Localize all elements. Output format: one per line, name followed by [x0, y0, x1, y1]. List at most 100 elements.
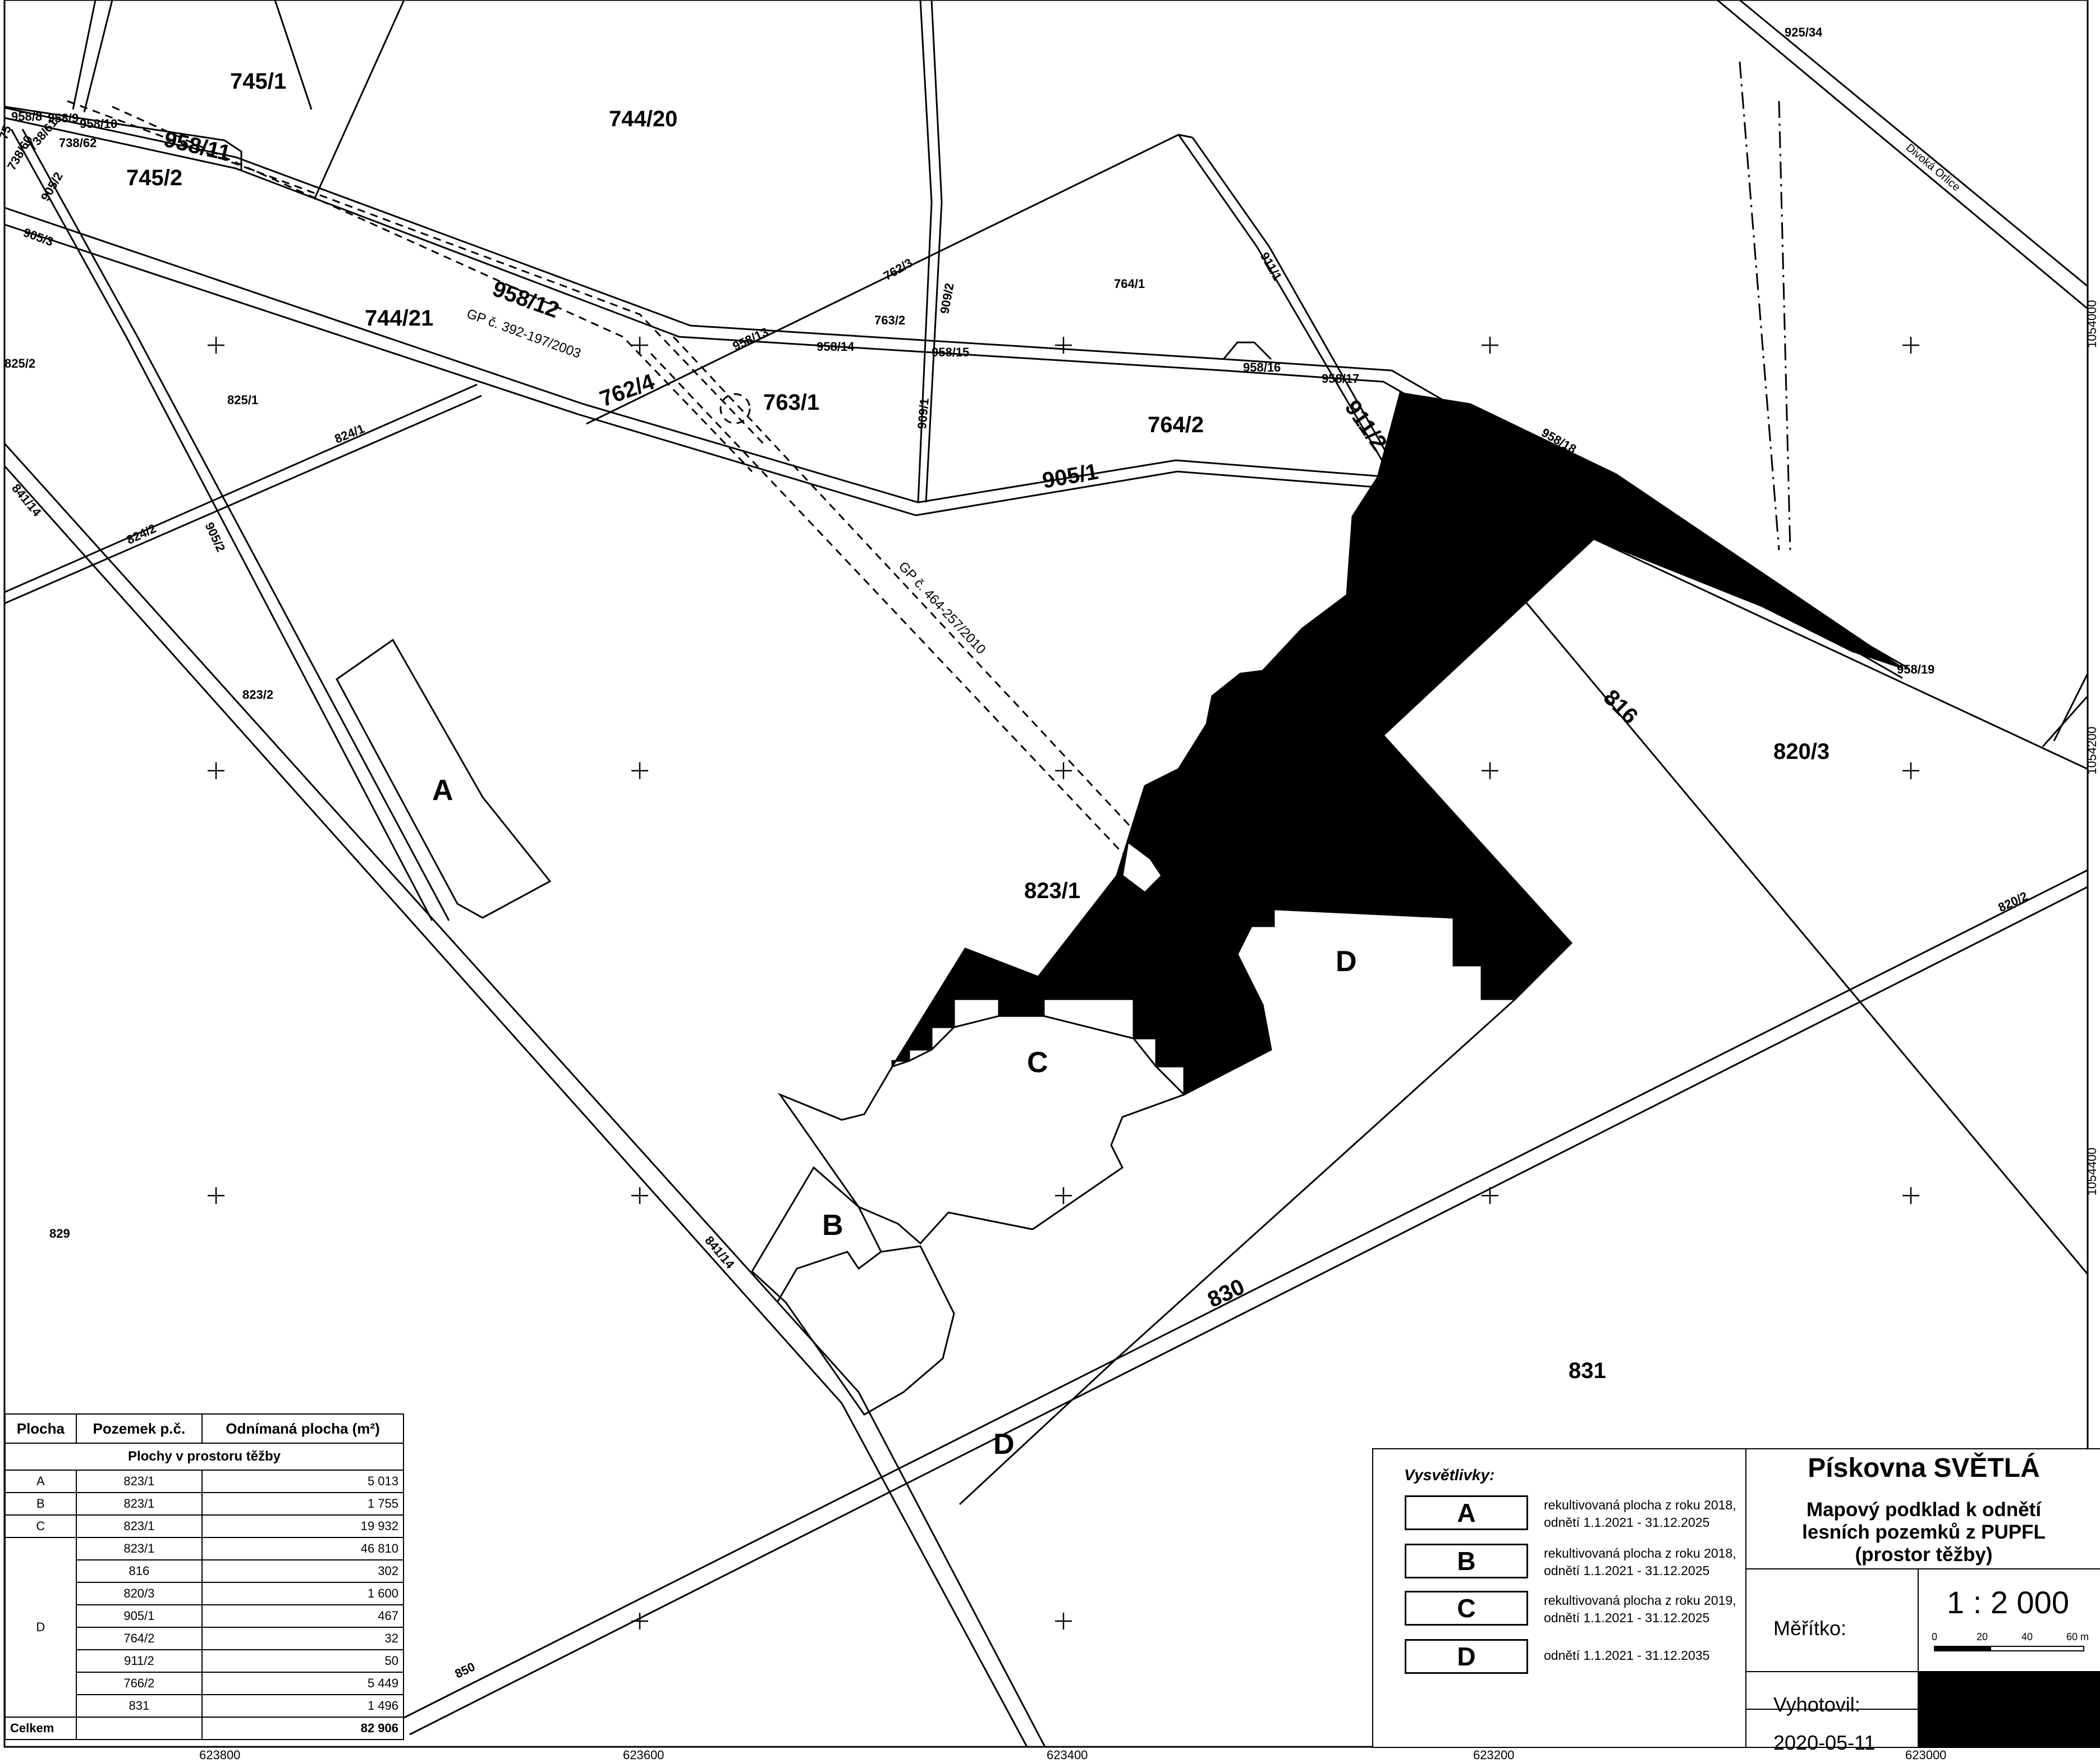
title-block-grid: Měřítko: 1 : 2 000 0 20 40 60 m Vyhotovi…	[1746, 1568, 2100, 1754]
scale-label: Měřítko:	[1773, 1617, 1847, 1640]
legend-key: D	[1405, 1639, 1528, 1674]
legend-line: rekultivovaná plocha z roku 2018,	[1544, 1546, 1736, 1560]
road-830	[404, 869, 2088, 1736]
table-row: D 823/1 46 810	[4, 1537, 404, 1718]
haul-road-end	[1121, 840, 1163, 894]
label-829: 829	[49, 1226, 70, 1241]
legend-line: rekultivovaná plocha z roku 2019,	[1544, 1593, 1736, 1608]
cell-value: 50	[201, 1649, 404, 1673]
label-905-1: 905/1	[1040, 459, 1100, 493]
cell-pozemek: 911/2	[75, 1649, 203, 1673]
table-row: 764/2 32	[5, 1627, 404, 1650]
parcel-boundary-958	[72, 0, 97, 110]
label-825-2: 825/2	[4, 356, 35, 370]
legend-line: odnětí 1.1.2021 - 31.12.2035	[1544, 1648, 1710, 1663]
cell-value: 1 600	[201, 1582, 404, 1605]
legend-line: odnětí 1.1.2021 - 31.12.2025	[1544, 1563, 1710, 1578]
cell-pozemek: 823/1	[75, 1514, 203, 1538]
table-row: 816 302	[5, 1559, 404, 1583]
label-909-1: 909/1	[915, 397, 932, 429]
area-table: Plocha Pozemek p.č. Odnímaná plocha (m²)…	[4, 1413, 404, 1740]
redacted-author	[1918, 1671, 2100, 1747]
title-block: Pískovna SVĚTLÁ Mapový podklad k odnětí …	[1745, 1448, 2100, 1754]
coord-bottom-4: 623200	[1473, 1748, 1514, 1762]
label-850: 850	[453, 1659, 478, 1681]
table-row: C 823/1 19 932	[4, 1514, 404, 1538]
col-odnimana-plocha: Odnímaná plocha (m²)	[201, 1413, 404, 1444]
cell-value: 32	[201, 1627, 404, 1650]
cell-value: 302	[201, 1559, 404, 1583]
label-825-1: 825/1	[227, 393, 258, 407]
coord-bottom-1: 623800	[199, 1748, 240, 1762]
col-pozemek: Pozemek p.č.	[75, 1413, 203, 1444]
date: 2020-05-11	[1773, 1731, 1876, 1754]
road-824	[4, 383, 478, 593]
parcel-boundary-762	[586, 134, 1193, 425]
legend-item-b: B rekultivovaná plocha z roku 2018, odně…	[1405, 1544, 1741, 1580]
road-911-b	[1191, 137, 1401, 478]
label-gp-392: GP č. 392-197/2003	[465, 306, 583, 361]
label-745-1: 745/1	[230, 69, 286, 94]
road-909-b	[925, 0, 943, 503]
legend-text: odnětí 1.1.2021 - 31.12.2035	[1544, 1647, 1709, 1664]
cell-value: 1 755	[201, 1492, 404, 1516]
legend-key: C	[1405, 1591, 1528, 1626]
legend-text: rekultivovaná plocha z roku 2018, odnětí…	[1544, 1545, 1736, 1580]
table-row: B 823/1 1 755	[4, 1492, 404, 1516]
col-plocha: Plocha	[4, 1413, 77, 1444]
legend-text: rekultivovaná plocha z roku 2019, odnětí…	[1544, 1592, 1736, 1627]
survey-line-gp392	[67, 100, 764, 445]
label-824-1: 824/1	[333, 422, 366, 446]
scale-tick: 20	[1977, 1631, 1988, 1642]
label-958-12: 958/12	[489, 276, 562, 323]
scale-tick: 40	[2021, 1631, 2033, 1642]
road-905-2	[10, 129, 433, 921]
label-820-3: 820/3	[1773, 739, 1830, 764]
label-823-1: 823/1	[1024, 878, 1080, 903]
table-row: 905/1 467	[5, 1604, 404, 1628]
legend-key: B	[1405, 1544, 1528, 1578]
divider	[1746, 1568, 2100, 1569]
scale-bar-segment	[1990, 1646, 2084, 1651]
label-gp-464: GP č. 464-257/2010	[896, 559, 989, 657]
legend: Vysvětlivky: A rekultivovaná plocha z ro…	[1372, 1448, 1746, 1748]
map-frame	[3, 0, 2089, 1748]
label-816: 816	[1599, 685, 1643, 729]
parcel-boundary-958-11	[4, 106, 242, 171]
legend-line: rekultivovaná plocha z roku 2018,	[1544, 1498, 1736, 1512]
legend-title: Vysvětlivky:	[1404, 1466, 1495, 1484]
label-958-17: 958/17	[1322, 372, 1359, 386]
label-763-2: 763/2	[874, 313, 905, 327]
cell-pozemek: 905/1	[75, 1604, 203, 1628]
label-958-19: 958/19	[1897, 662, 1934, 676]
scale-tick: 0	[1932, 1631, 1938, 1642]
cell-pozemek: 823/1	[75, 1470, 203, 1493]
road-958	[4, 107, 1909, 679]
coord-right-2: 1054200	[2085, 726, 2099, 775]
label-764-2: 764/2	[1148, 413, 1204, 437]
parcel-bump-958	[1222, 341, 1272, 360]
label-909-2: 909/2	[937, 282, 956, 315]
area-letter-b: B	[822, 1209, 843, 1242]
parcel-boundary-right-b	[2042, 695, 2089, 747]
table-row: 766/2 5 449	[5, 1672, 404, 1695]
area-letter-c: C	[1027, 1046, 1048, 1079]
cell-pozemek: 764/2	[75, 1627, 203, 1650]
road-824-b	[4, 395, 482, 605]
description-line: Mapový podklad k odnětí	[1806, 1499, 2042, 1521]
cell-plocha-d: D	[4, 1537, 77, 1718]
label-841-14-top: 841/14	[9, 481, 44, 519]
legend-item-c: C rekultivovaná plocha z roku 2019, odně…	[1405, 1591, 1741, 1627]
label-958-14: 958/14	[817, 340, 855, 354]
area-c-outline	[777, 1015, 1186, 1245]
cell-value: 5 013	[201, 1470, 404, 1493]
scale-value: 1 : 2 000	[1947, 1585, 2069, 1620]
cell-pozemek: 831	[75, 1694, 203, 1718]
author-label: Vyhotovil:	[1773, 1693, 1860, 1716]
table-row: 820/3 1 600	[5, 1582, 404, 1605]
divider	[1746, 1709, 1918, 1710]
road-958-19	[1593, 538, 2088, 770]
label-763-1: 763/1	[763, 390, 819, 415]
legend-item-a: A rekultivovaná plocha z roku 2018, odně…	[1405, 1495, 1741, 1530]
